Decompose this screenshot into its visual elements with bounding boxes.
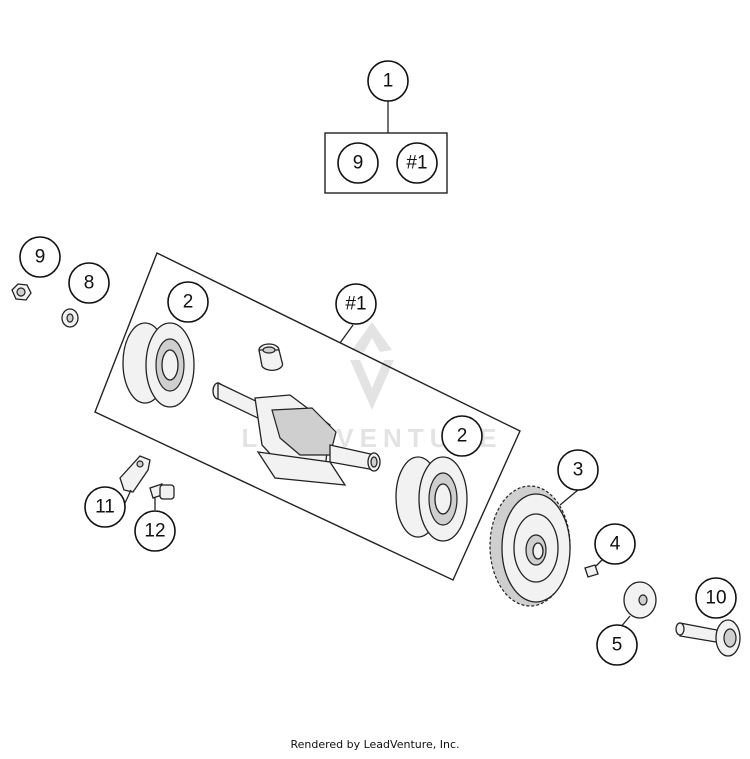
callout-12-label: 12 bbox=[144, 521, 165, 542]
callout-8[interactable]: 8 bbox=[68, 262, 110, 304]
kit-box bbox=[324, 132, 448, 194]
callout-1[interactable]: 1 bbox=[367, 60, 409, 102]
callout-1-label: 1 bbox=[383, 71, 394, 92]
callout-9-label: 9 bbox=[35, 247, 46, 268]
bracket-part[interactable] bbox=[119, 455, 151, 504]
key-part[interactable] bbox=[584, 557, 605, 578]
callout-11-label: 11 bbox=[95, 497, 115, 518]
callout-10-label: 10 bbox=[705, 588, 726, 609]
bearing-right[interactable] bbox=[395, 456, 468, 542]
footer-credit: Rendered by LeadVenture, Inc. bbox=[290, 738, 460, 751]
callout-hash1-label: #1 bbox=[345, 294, 366, 315]
balancer-gear[interactable] bbox=[489, 485, 579, 607]
crankshaft-assembly-frame bbox=[94, 252, 521, 581]
watermark-v-icon bbox=[350, 360, 394, 410]
callout-hash1-kit-label: #1 bbox=[406, 153, 427, 174]
callout-12[interactable]: 12 bbox=[134, 510, 176, 552]
callout-2-left[interactable]: 2 bbox=[167, 281, 209, 323]
callout-11[interactable]: 11 bbox=[84, 486, 126, 528]
callout-10[interactable]: 10 bbox=[695, 577, 737, 619]
nut-part[interactable] bbox=[11, 283, 32, 301]
callout-4-label: 4 bbox=[610, 534, 621, 555]
collar-bolt[interactable] bbox=[675, 609, 741, 657]
bushing[interactable] bbox=[258, 343, 284, 371]
crankshaft[interactable] bbox=[212, 381, 381, 486]
callout-4[interactable]: 4 bbox=[594, 523, 636, 565]
callout-2-left-label: 2 bbox=[183, 292, 194, 313]
callout-2-right-label: 2 bbox=[457, 426, 468, 447]
washer-part[interactable] bbox=[61, 308, 79, 328]
kit-callout-group: 1 9 #1 bbox=[324, 60, 448, 194]
callout-3[interactable]: 3 bbox=[557, 449, 599, 491]
callout-5-label: 5 bbox=[612, 635, 623, 656]
callout-8-label: 8 bbox=[84, 273, 95, 294]
callout-9-kit-label: 9 bbox=[353, 153, 364, 174]
bearing-left[interactable] bbox=[122, 322, 195, 408]
bolt-part[interactable] bbox=[149, 483, 175, 510]
callout-3-label: 3 bbox=[573, 460, 584, 481]
thrust-washer[interactable] bbox=[619, 581, 657, 629]
callout-2-right[interactable]: 2 bbox=[441, 415, 483, 457]
callout-9-kit[interactable]: 9 bbox=[337, 142, 379, 184]
callout-hash1[interactable]: #1 bbox=[335, 283, 377, 325]
callout-hash1-kit[interactable]: #1 bbox=[396, 142, 438, 184]
callout-5[interactable]: 5 bbox=[596, 624, 638, 666]
callout-9[interactable]: 9 bbox=[19, 236, 61, 278]
callout-hash1-leader bbox=[339, 324, 354, 344]
watermark-logo-icon bbox=[352, 322, 392, 352]
